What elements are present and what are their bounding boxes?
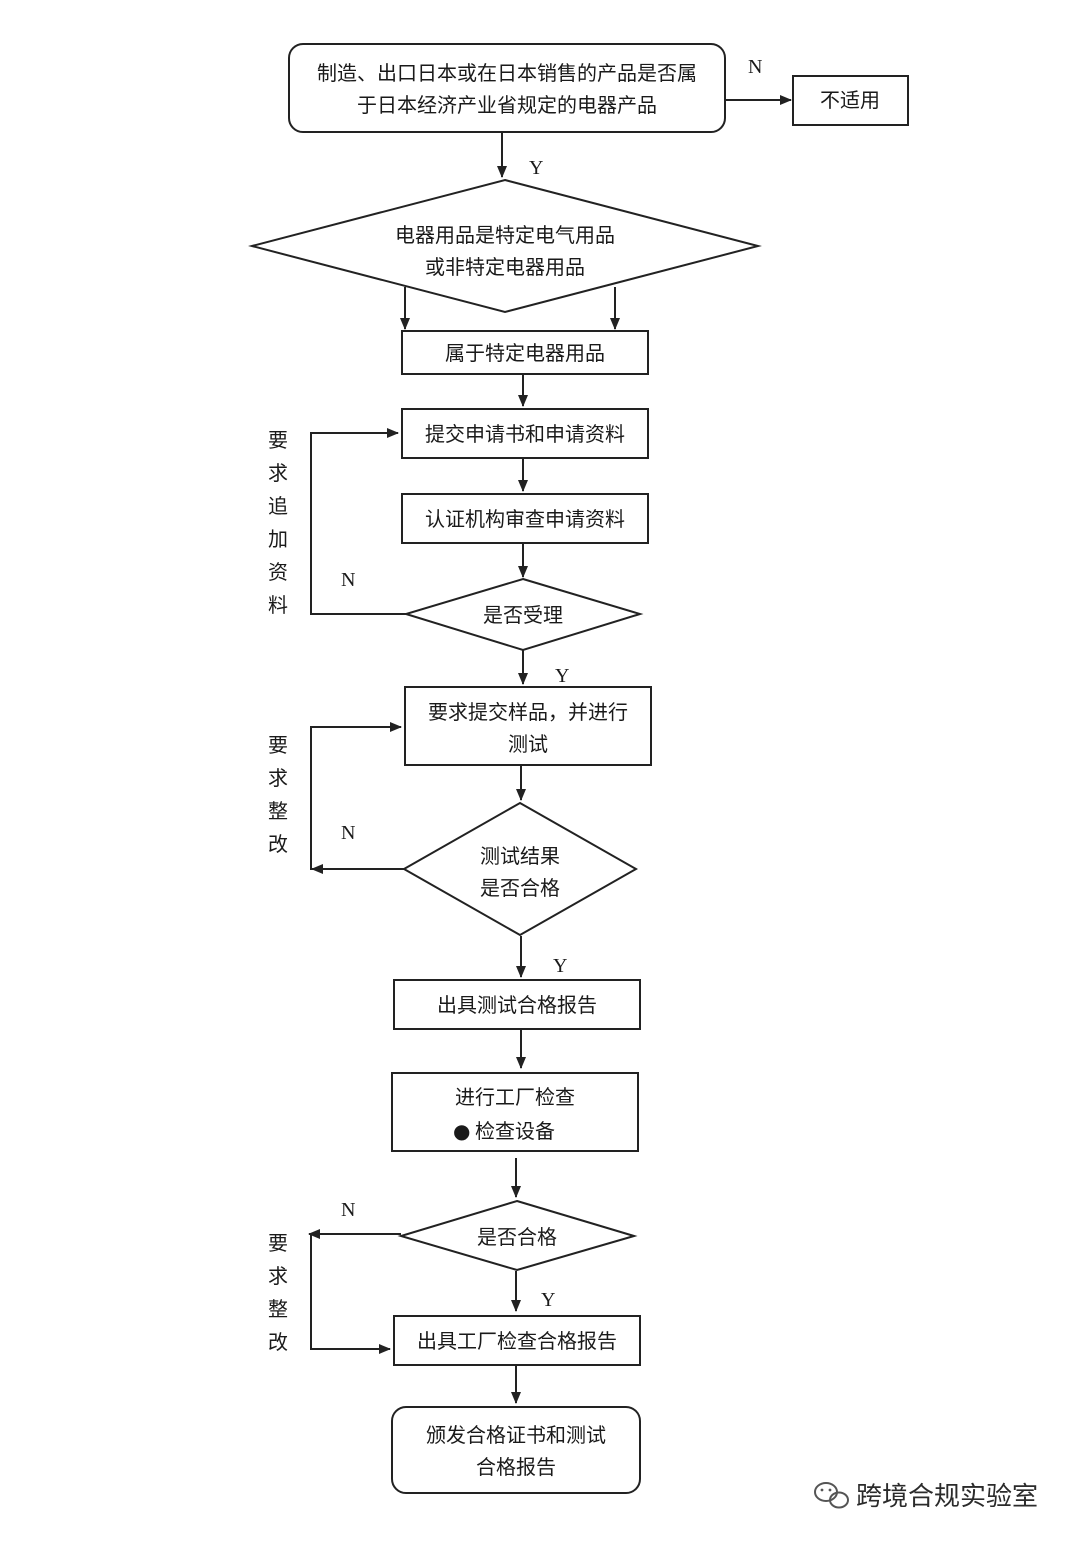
submit-samples-line2: 测试 bbox=[508, 732, 548, 756]
not-applicable-text: 不适用 bbox=[820, 88, 880, 112]
certificate-line1: 颁发合格证书和测试 bbox=[426, 1423, 606, 1447]
test-report-node: 出具测试合格报告 bbox=[393, 979, 641, 1030]
watermark-text: 跨境合规实验室 bbox=[856, 1482, 1038, 1512]
watermark: 跨境合规实验室 bbox=[814, 1482, 1038, 1512]
certificate-node: 颁发合格证书和测试 合格报告 bbox=[391, 1406, 641, 1494]
review-materials-text: 认证机构审查申请资料 bbox=[425, 507, 625, 531]
side-char: 要 bbox=[268, 428, 288, 452]
start-node-line2: 于日本经济产业省规定的电器产品 bbox=[357, 93, 657, 117]
side-note-more-materials: 要 求 追 加 资 料 bbox=[268, 428, 288, 617]
factory-inspection-line1: 进行工厂检查 bbox=[455, 1085, 575, 1109]
side-note-rectify-2: 要 求 整 改 bbox=[268, 1231, 288, 1354]
side-char: 改 bbox=[268, 1330, 288, 1354]
side-char: 求 bbox=[268, 1264, 288, 1288]
test-decision: 测试结果 是否合格 bbox=[401, 801, 639, 937]
start-node: 制造、出口日本或在日本销售的产品是否属 于日本经济产业省规定的电器产品 bbox=[288, 43, 726, 133]
side-char: 要 bbox=[268, 1231, 288, 1255]
test-decision-line1: 测试结果 bbox=[480, 844, 560, 868]
no-label: N bbox=[341, 569, 355, 591]
side-char: 改 bbox=[268, 832, 288, 856]
no-label: N bbox=[341, 822, 355, 844]
loop-more-materials bbox=[310, 428, 406, 615]
side-char: 加 bbox=[268, 527, 288, 551]
side-char: 求 bbox=[268, 766, 288, 790]
not-applicable-node: 不适用 bbox=[792, 75, 909, 126]
specified-node: 属于特定电器用品 bbox=[401, 330, 649, 375]
side-char: 整 bbox=[268, 799, 288, 823]
side-char: 追 bbox=[268, 494, 288, 518]
category-decision: 电器用品是特定电气用品 或非特定电器用品 bbox=[248, 178, 762, 314]
category-decision-line2: 或非特定电器用品 bbox=[425, 255, 585, 279]
start-node-line1: 制造、出口日本或在日本销售的产品是否属 bbox=[317, 61, 697, 85]
pass-decision: 是否合格 bbox=[397, 1199, 638, 1272]
specified-text: 属于特定电器用品 bbox=[445, 341, 605, 365]
yes-label: Y bbox=[529, 157, 543, 179]
factory-report-text: 出具工厂检查合格报告 bbox=[417, 1329, 617, 1353]
bullet-icon: ● bbox=[453, 1119, 470, 1143]
submit-samples-node: 要求提交样品，并进行 测试 bbox=[404, 686, 652, 766]
submit-samples-line1: 要求提交样品，并进行 bbox=[428, 700, 628, 724]
submit-application-text: 提交申请书和申请资料 bbox=[425, 422, 625, 446]
yes-label: Y bbox=[553, 955, 567, 977]
submit-application-node: 提交申请书和申请资料 bbox=[401, 408, 649, 459]
review-materials-node: 认证机构审查申请资料 bbox=[401, 493, 649, 544]
certificate-line2: 合格报告 bbox=[476, 1455, 556, 1479]
category-decision-line1: 电器用品是特定电气用品 bbox=[395, 223, 615, 247]
side-char: 资 bbox=[268, 560, 288, 584]
loop-rectify-2 bbox=[310, 1234, 391, 1354]
pass-decision-text: 是否合格 bbox=[477, 1225, 557, 1249]
no-label: N bbox=[748, 56, 762, 78]
factory-report-node: 出具工厂检查合格报告 bbox=[393, 1315, 641, 1366]
loop-rectify-1 bbox=[310, 722, 404, 870]
no-label: N bbox=[341, 1199, 355, 1221]
yes-label: Y bbox=[555, 665, 569, 687]
accepted-decision: 是否受理 bbox=[402, 577, 644, 652]
factory-inspection-line2: 检查设备 bbox=[475, 1119, 555, 1143]
test-report-text: 出具测试合格报告 bbox=[437, 993, 597, 1017]
wechat-icon bbox=[814, 1482, 849, 1509]
yes-label: Y bbox=[541, 1289, 555, 1311]
side-char: 料 bbox=[268, 593, 288, 617]
factory-inspection-node: 进行工厂检查 ● 检查设备 bbox=[391, 1072, 639, 1152]
side-char: 求 bbox=[268, 461, 288, 485]
accepted-decision-text: 是否受理 bbox=[483, 603, 563, 627]
test-decision-line2: 是否合格 bbox=[480, 876, 560, 900]
side-note-rectify-1: 要 求 整 改 bbox=[268, 733, 288, 856]
side-char: 整 bbox=[268, 1297, 288, 1321]
side-char: 要 bbox=[268, 733, 288, 757]
